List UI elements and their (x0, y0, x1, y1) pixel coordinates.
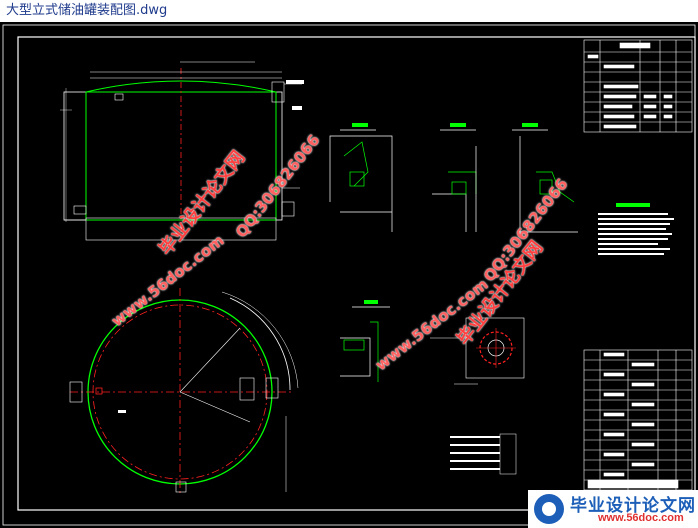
brand-name: 毕业设计论文网 (570, 496, 696, 516)
brand-logo-block: 毕业设计论文网 www.56doc.com (528, 490, 698, 528)
detail-views (329, 123, 578, 233)
cad-drawing (2, 24, 696, 526)
flange-detail (430, 317, 525, 385)
parts-list-mid (450, 433, 517, 475)
title-block-top (583, 39, 693, 133)
window-title: 大型立式储油罐装配图.dwg (0, 0, 698, 22)
brand-icon (534, 494, 564, 524)
drawing-canvas[interactable]: 毕业设计论文网 QQ:306826066 www.56doc.com www.5… (0, 22, 698, 528)
brand-url: www.56doc.com (598, 512, 684, 524)
tank-elevation (60, 61, 304, 241)
inner-frame (17, 36, 696, 511)
title-block-bottom (583, 349, 693, 491)
tank-plan (69, 288, 299, 494)
detail-lower (340, 300, 390, 382)
tech-requirements (598, 203, 674, 255)
